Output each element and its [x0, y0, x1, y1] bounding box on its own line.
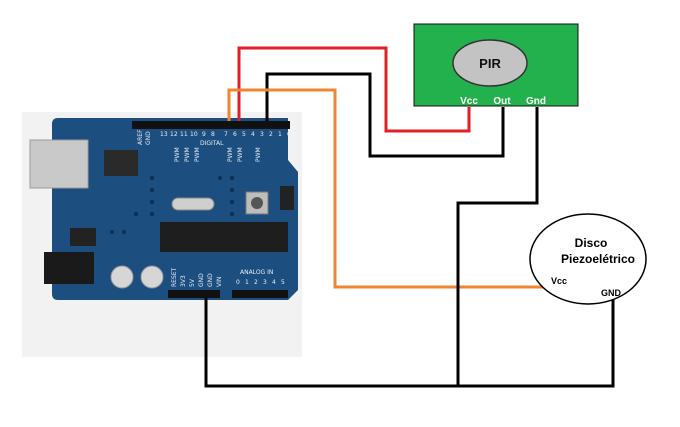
- pin-label-vin: VIN: [216, 277, 223, 287]
- pin-label-3v3: 3V3: [180, 275, 187, 287]
- pir-pin-out: Out: [493, 96, 511, 107]
- pin-label-13: 13: [160, 131, 168, 138]
- pin-label-3: 3: [260, 131, 264, 138]
- pwm-label-9: PWM: [194, 147, 201, 162]
- pir-sensor: PIR Vcc Out Gnd: [413, 23, 579, 107]
- usb-chip: [104, 150, 138, 176]
- usb-connector: [29, 139, 89, 189]
- piezo-pin-gnd: GND: [601, 288, 622, 298]
- wire-black-gnd-bus: [204, 297, 615, 388]
- pir-label: PIR: [479, 56, 501, 71]
- pin-label-0: 0: [287, 131, 291, 138]
- pin-label-1: 1: [278, 131, 282, 138]
- piezo-disc: Disco Piezoelétrico Vcc GND: [529, 213, 647, 305]
- pwm-label-5: PWM: [237, 147, 244, 162]
- voltage-regulator: [70, 228, 96, 246]
- icsp-header: [280, 186, 294, 210]
- piezo-pin-vcc: Vcc: [551, 276, 567, 286]
- power-jack: [44, 252, 94, 284]
- analog-pin-5: 5: [281, 279, 285, 286]
- analog-pin-0: 0: [236, 279, 240, 286]
- power-pin-labels: RESET 3V3 5V GND GND VIN: [171, 267, 223, 287]
- pin-label-6: 6: [233, 131, 237, 138]
- wire-red-vcc: [237, 46, 471, 133]
- analog-label: ANALOG IN: [240, 269, 273, 276]
- microcontroller-chip: [160, 222, 288, 252]
- analog-header: [232, 290, 288, 298]
- pin-label-5v: 5V: [189, 278, 196, 287]
- analog-pin-3: 3: [263, 279, 267, 286]
- pin-label-10: 10: [190, 131, 198, 138]
- pir-pin-vcc: Vcc: [460, 96, 478, 107]
- pin-label-gnd-top: GND: [145, 131, 152, 145]
- wires: [204, 46, 615, 388]
- piezo-title-line1: Disco: [575, 236, 608, 250]
- pin-label-2: 2: [269, 131, 273, 138]
- capacitor-2: [140, 265, 164, 289]
- wire-black-gnd-pir: [456, 107, 539, 386]
- power-header: [168, 290, 220, 298]
- crystal: [171, 197, 215, 211]
- pin-label-8: 8: [211, 131, 215, 138]
- pin-label-reset: RESET: [171, 267, 178, 287]
- analog-pin-labels: ANALOG IN 0 1 2 3 4 5: [236, 269, 285, 286]
- reset-button-cap: [251, 197, 263, 209]
- pwm-label-3: PWM: [255, 147, 262, 162]
- pin-label-aref: AREF: [137, 129, 144, 145]
- pwm-label-11: PWM: [174, 147, 181, 162]
- wire-black-pir: [265, 72, 505, 158]
- digital-label: DIGITAL: [200, 140, 224, 147]
- wire-orange-signal: [227, 88, 548, 289]
- pin-label-gnd-1: GND: [198, 273, 205, 287]
- digital-pin-labels: AREF GND 13 12 11 10 9 8 7 6 5 4 3 2 1 0…: [137, 129, 291, 162]
- pin-label-gnd-2: GND: [207, 273, 214, 287]
- piezo-disc-outline: [529, 213, 647, 305]
- analog-pin-4: 4: [272, 279, 276, 286]
- pin-label-5: 5: [242, 131, 246, 138]
- pin-label-7: 7: [224, 131, 228, 138]
- capacitor-1: [110, 265, 134, 289]
- digital-header: [132, 121, 290, 129]
- pin-label-12: 12: [170, 131, 178, 138]
- pir-dome: [452, 39, 528, 87]
- analog-pin-2: 2: [254, 279, 258, 286]
- piezo-title-line2: Piezoelétrico: [561, 252, 635, 266]
- pin-label-11: 11: [180, 131, 188, 138]
- board-dots: [110, 176, 234, 234]
- pwm-label-6: PWM: [227, 147, 234, 162]
- pin-label-4: 4: [251, 131, 255, 138]
- analog-pin-1: 1: [245, 279, 249, 286]
- pwm-label-10: PWM: [184, 147, 191, 162]
- pir-pin-gnd: Gnd: [526, 96, 546, 107]
- pin-label-9: 9: [202, 131, 206, 138]
- arduino-board: AREF GND 13 12 11 10 9 8 7 6 5 4 3 2 1 0…: [22, 112, 302, 357]
